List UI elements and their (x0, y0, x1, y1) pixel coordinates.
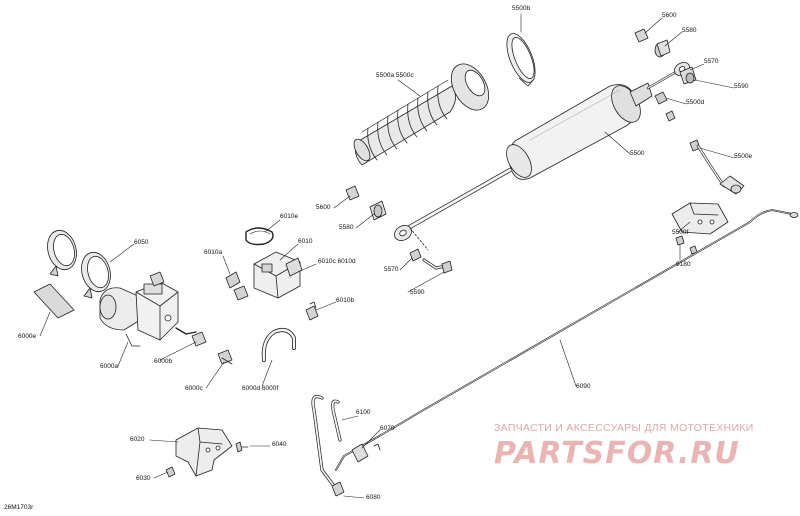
callout-5570-top: 5570 (704, 58, 719, 65)
callout-5590-top: 5590 (734, 83, 749, 90)
callout-6090: 6090 (576, 383, 591, 390)
air-compressor (99, 271, 197, 347)
watermark-logo: PARTSFOR.RU (494, 436, 740, 471)
solenoid-valve (253, 251, 303, 299)
callout-5500b: 5500b (512, 5, 531, 12)
callout-6010e: 6010e (280, 213, 299, 220)
callout-5500a-5500c: 5500a 5500c (376, 72, 414, 79)
callout-6000d-6000f: 6000d 6000f (242, 385, 279, 392)
screws-6040-6030 (165, 441, 249, 478)
callout-6000e: 6000e (18, 333, 37, 340)
callout-5500: 5500 (630, 150, 645, 157)
diagram-reference-code: 26M1703r (4, 504, 34, 511)
callout-5600-top: 5600 (662, 12, 677, 19)
valve-clip-6010e (245, 227, 274, 246)
bushing-top (634, 28, 697, 85)
callout-5580-mid: 5580 (339, 224, 354, 231)
rubber-pad (33, 283, 75, 319)
callout-5500f: 5500f (672, 229, 689, 236)
end-fitting-6080 (331, 481, 345, 497)
tube-bundle (311, 394, 342, 488)
bellows-boot (353, 63, 490, 166)
callout-6010b: 6010b (336, 297, 355, 304)
bolt-top (654, 91, 676, 122)
callout-5600-mid: 5600 (316, 204, 331, 211)
callout-5590-mid: 5590 (410, 289, 425, 296)
callout-6000b: 6000b (154, 358, 173, 365)
callout-6080: 6080 (366, 494, 381, 501)
strap-clamps (47, 229, 111, 299)
callout-6050: 6050 (134, 239, 149, 246)
boot-clamp (506, 33, 536, 87)
mounting-bracket-5500f (671, 202, 729, 255)
watermark-text: ЗАПЧАСТИ И АКСЕССУАРЫ ДЛЯ МОТОТЕХНИКИ (494, 422, 754, 434)
compressor-fittings (191, 331, 233, 365)
callout-6000a: 6000a (100, 363, 119, 370)
callout-5580-top: 5580 (682, 27, 697, 34)
air-hose (261, 328, 296, 362)
compressor-bracket (175, 427, 233, 477)
callout-6010c-6010d: 6010c 6010d (318, 258, 356, 265)
bolt-mid (409, 248, 453, 274)
callout-6000c: 6000c (185, 385, 203, 392)
fittings-6010a (225, 271, 249, 301)
callout-5500d: 5500d (686, 99, 705, 106)
callout-6030: 6030 (136, 475, 151, 482)
callout-6180: 6180 (676, 261, 691, 268)
callout-6070: 6070 (380, 425, 395, 432)
callout-6040: 6040 (272, 441, 287, 448)
leader-lines (39, 13, 735, 499)
callout-6020: 6020 (130, 436, 145, 443)
callout-6010: 6010 (298, 238, 313, 245)
linkage-rod-end (689, 139, 745, 195)
shock-absorber-body (394, 62, 690, 251)
fitting-6010b (305, 301, 319, 321)
bushing-mid (345, 185, 387, 221)
callout-5570-mid: 5570 (384, 266, 399, 273)
callout-5500e: 5500e (734, 153, 753, 160)
callout-6010a: 6010a (204, 249, 223, 256)
callout-6100: 6100 (356, 409, 371, 416)
tube-clip (351, 443, 381, 463)
